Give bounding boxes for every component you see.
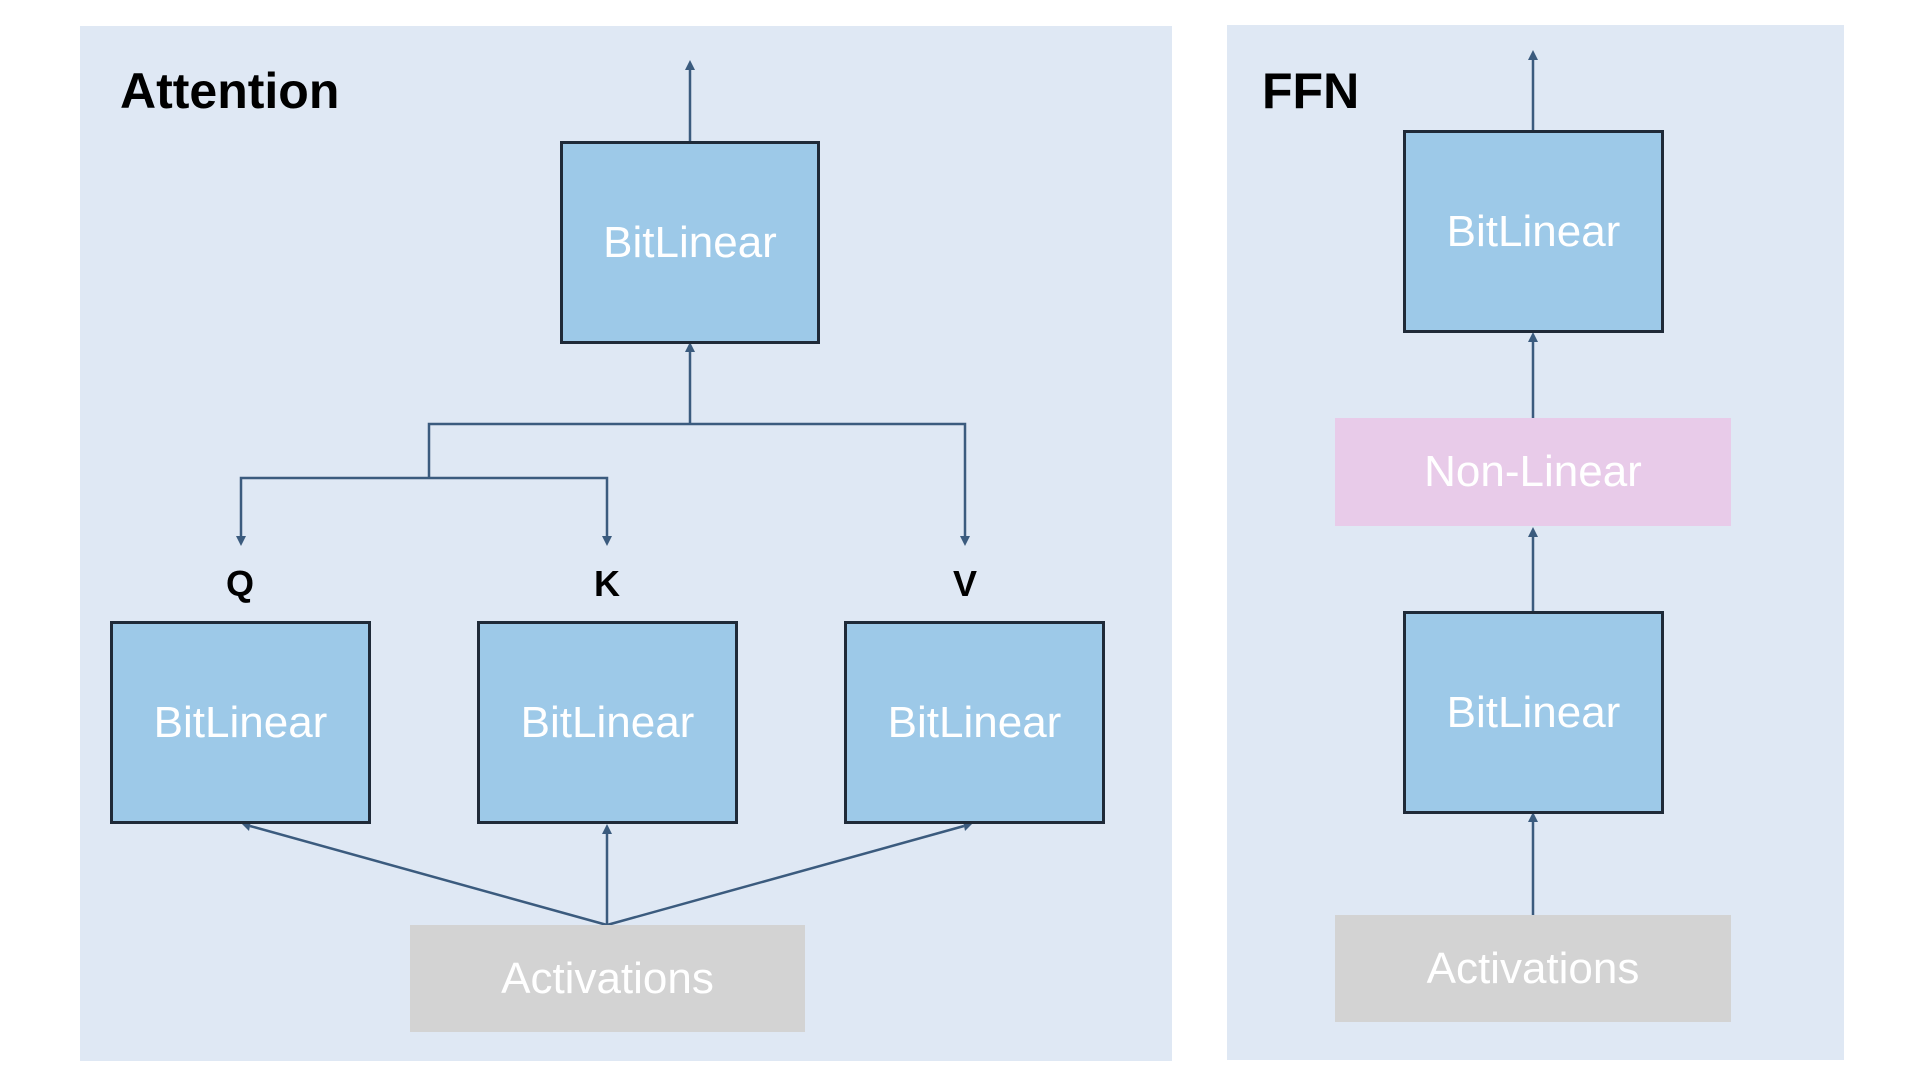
- ffn-bottom-bitlinear-block: BitLinear: [1403, 611, 1664, 814]
- v-label: V: [952, 563, 977, 604]
- activations-to-v-arrow: [606, 824, 965, 927]
- q-bitlinear-block: BitLinear: [110, 621, 371, 824]
- ffn-top-bitlinear-block: BitLinear: [1403, 130, 1664, 333]
- q-label: Q: [225, 563, 254, 604]
- attention-qk-split-line: [239, 476, 609, 538]
- ffn-title: FFN: [1262, 63, 1360, 119]
- ffn-nonlinear-block: Non-Linear: [1335, 418, 1731, 526]
- attention-output-bitlinear-block: BitLinear: [560, 141, 820, 344]
- v-bitlinear-block: BitLinear: [844, 621, 1105, 824]
- attention-split-line: [427, 422, 967, 538]
- ffn-activations-block: Activations: [1335, 915, 1731, 1022]
- k-label: K: [594, 563, 620, 604]
- k-bitlinear-block: BitLinear: [477, 621, 738, 824]
- attention-activations-block: Activations: [410, 925, 805, 1032]
- attention-title: Attention: [120, 63, 340, 119]
- activations-to-q-arrow: [249, 824, 608, 927]
